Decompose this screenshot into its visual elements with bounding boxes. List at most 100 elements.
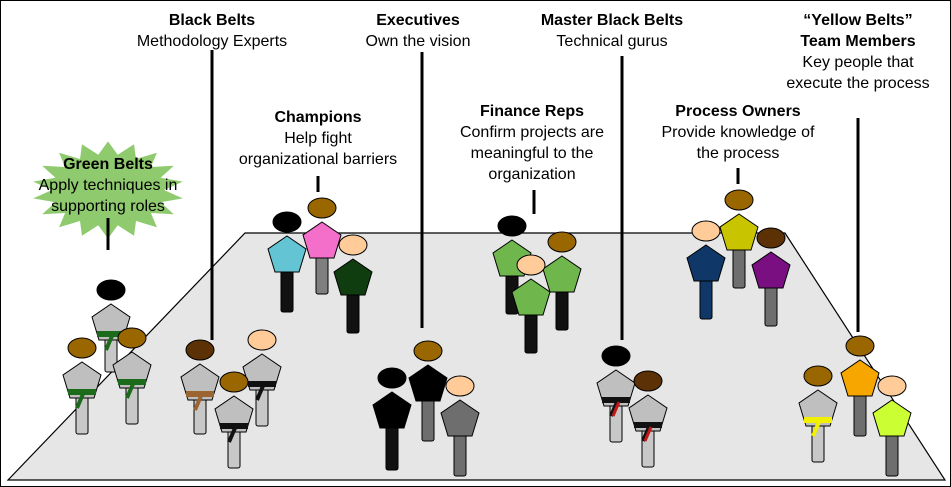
person-head xyxy=(117,327,147,349)
person-torso xyxy=(719,213,759,251)
label-champions: Champions Help fight organizational barr… xyxy=(239,107,397,170)
person-head xyxy=(877,375,907,397)
person-belt-tail xyxy=(255,385,265,401)
green-belt-person xyxy=(91,279,131,373)
process-owners-line-1: Provide knowledge of xyxy=(661,124,815,141)
label-finance-reps: Finance Reps Confirm projects are meanin… xyxy=(460,101,604,185)
process-owners-line-2: the process xyxy=(696,145,780,162)
master-black-belt-person xyxy=(596,345,636,443)
team-members-line-2: Key people that xyxy=(802,54,914,71)
person-head xyxy=(272,211,302,233)
people-group xyxy=(62,189,912,477)
person-belt-tail xyxy=(811,421,821,437)
person-torso xyxy=(333,258,373,296)
champions-line-2: organizational barriers xyxy=(238,151,398,168)
label-master-black-belts: Master Black Belts Technical gurus xyxy=(541,10,683,52)
person-leg xyxy=(315,253,329,295)
master-black-belts-line-1: Technical gurus xyxy=(556,33,668,50)
label-process-owners: Process Owners Provide knowledge of the … xyxy=(662,101,815,164)
person-head xyxy=(377,367,407,389)
person-belt xyxy=(248,381,276,387)
person-head xyxy=(756,227,786,249)
person-leg xyxy=(555,287,569,331)
champion-person xyxy=(302,197,342,295)
team-members-line-1: Team Members xyxy=(800,33,916,50)
champion-person xyxy=(267,211,307,313)
person-torso xyxy=(542,255,582,293)
person-head xyxy=(497,215,527,237)
black-belts-line-1: Methodology Experts xyxy=(136,33,288,50)
person-belt xyxy=(220,423,248,429)
person-leg xyxy=(346,290,360,334)
person-belt xyxy=(186,391,214,397)
person-head xyxy=(96,279,126,301)
champion-person xyxy=(333,234,373,334)
label-black-belts: Black Belts Methodology Experts xyxy=(137,10,287,52)
person-head xyxy=(413,340,443,362)
person-belt xyxy=(634,422,662,428)
person-torso xyxy=(686,244,726,282)
process-owner-person xyxy=(719,189,759,289)
person-head xyxy=(338,234,368,256)
finance-reps-line-1: Confirm projects are xyxy=(459,124,605,141)
process-owners-title: Process Owners xyxy=(675,103,801,120)
person-head xyxy=(691,220,721,242)
person-leg xyxy=(385,423,399,471)
person-leg xyxy=(699,276,713,320)
team-member-person xyxy=(798,365,838,463)
person-head xyxy=(67,337,97,359)
master-black-belts-title: Master Black Belts xyxy=(540,12,684,29)
black-belt-person xyxy=(242,329,282,427)
person-leg xyxy=(453,431,467,477)
black-belts-title: Black Belts xyxy=(168,12,256,29)
black-belt-person xyxy=(180,339,220,435)
person-head xyxy=(516,254,546,276)
person-leg xyxy=(764,283,778,327)
person-head xyxy=(219,371,249,393)
black-belt-person xyxy=(214,371,254,469)
person-leg xyxy=(421,396,435,442)
person-belt xyxy=(68,389,96,395)
person-head xyxy=(601,345,631,367)
person-head xyxy=(547,231,577,253)
person-head xyxy=(803,365,833,387)
belt-accent xyxy=(611,401,621,417)
champions-line-1: Help fight xyxy=(284,130,352,147)
green-belt-person xyxy=(62,337,102,435)
person-torso xyxy=(511,278,551,316)
person-leg xyxy=(885,431,899,477)
finance-reps-line-2: meaningful to the xyxy=(470,145,594,162)
person-leg xyxy=(732,245,746,289)
finance-rep-person xyxy=(511,254,551,354)
person-head xyxy=(445,375,475,397)
person-belt-tail xyxy=(641,426,651,442)
person-belt-tail xyxy=(193,395,203,411)
belt-accent xyxy=(643,426,653,442)
green-belts-title: Green Belts xyxy=(63,156,153,173)
person-leg xyxy=(524,310,538,354)
pointer-lines xyxy=(106,50,860,340)
label-team-members: “Yellow Belts” Team Members Key people t… xyxy=(786,10,929,94)
executives-title: Executives xyxy=(376,12,460,29)
executive-person xyxy=(408,340,448,442)
person-head xyxy=(247,329,277,351)
person-belt-tail xyxy=(125,383,135,399)
person-torso xyxy=(302,221,342,259)
person-torso xyxy=(872,399,912,437)
finance-reps-line-3: organization xyxy=(488,166,576,183)
person-leg xyxy=(280,267,294,313)
person-torso xyxy=(840,359,880,397)
champions-title: Champions xyxy=(274,109,362,126)
person-belt-tail xyxy=(104,335,114,351)
executive-person xyxy=(440,375,480,477)
floor xyxy=(6,232,947,481)
person-head xyxy=(845,335,875,357)
person-belt xyxy=(97,331,125,337)
process-owner-person xyxy=(686,220,726,320)
person-torso xyxy=(408,364,448,402)
person-belt xyxy=(118,379,146,385)
person-leg xyxy=(853,391,867,437)
person-belt xyxy=(602,397,630,403)
person-head xyxy=(633,370,663,392)
person-belt-tail xyxy=(227,427,237,443)
